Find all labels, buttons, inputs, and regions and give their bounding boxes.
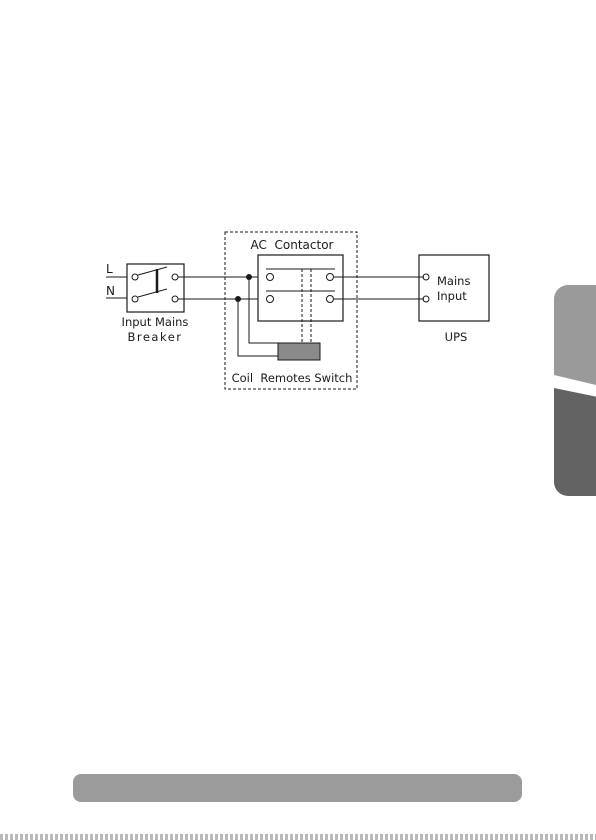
contactor-terminal-n-in — [267, 296, 274, 303]
breaker-switch-n — [138, 289, 167, 297]
label-breaker-line2: Breaker — [127, 330, 182, 344]
label-ups-input-line1: Mains — [437, 274, 470, 288]
side-tab-lower — [554, 388, 596, 496]
label-coil: Coil Remotes Switch — [232, 371, 353, 385]
label-breaker-line1: Input Mains — [122, 315, 189, 329]
wire-coil-feed-l — [249, 277, 278, 343]
breaker-switch-l — [138, 267, 167, 275]
side-tab-upper — [554, 285, 596, 385]
footer-bar — [73, 774, 522, 802]
contactor-terminal-n-out — [327, 296, 334, 303]
ups-box — [419, 255, 489, 321]
label-l: L — [106, 262, 113, 276]
breaker-terminal-n-in — [132, 296, 138, 302]
breaker-terminal-n-out — [172, 296, 178, 302]
coil-remote-switch — [278, 343, 320, 360]
ac-contactor-box — [258, 255, 343, 321]
bottom-print-strip — [0, 834, 596, 840]
junction-dot-n — [235, 296, 241, 302]
breaker-terminal-l-in — [132, 274, 138, 280]
contactor-terminal-l-in — [267, 274, 274, 281]
label-ups-input-line2: Input — [437, 289, 467, 303]
junction-dot-l — [246, 274, 252, 280]
contactor-terminal-l-out — [327, 274, 334, 281]
label-n: N — [106, 284, 115, 298]
input-mains-breaker-box — [127, 264, 184, 312]
label-contactor: AC Contactor — [251, 238, 334, 252]
breaker-terminal-l-out — [172, 274, 178, 280]
label-ups: UPS — [445, 330, 468, 344]
